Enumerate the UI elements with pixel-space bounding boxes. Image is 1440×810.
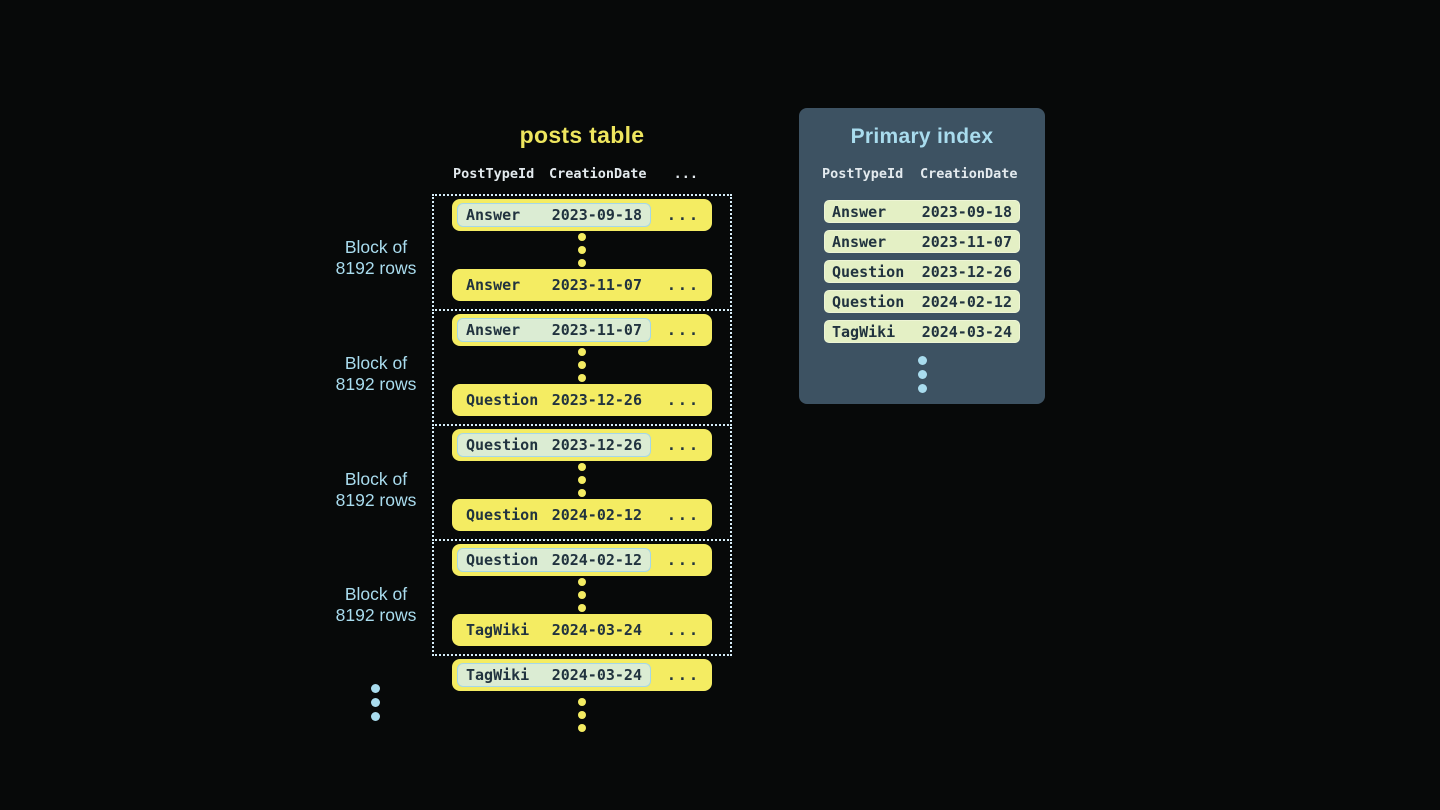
creation-date-value: 2023-12-26: [551, 391, 642, 409]
primary-index-column-headers: PostTypeId CreationDate: [799, 166, 1045, 183]
creation-date-value: 2024-02-12: [551, 506, 642, 524]
post-type-value: Question: [466, 551, 539, 569]
post-type-value: Question: [466, 506, 539, 524]
primary-index-title: Primary index: [850, 125, 994, 148]
post-type-value: TagWiki: [832, 322, 896, 341]
primary-index-rows: Answer 2023-09-18 Answer 2023-11-07 Ques…: [824, 200, 1020, 343]
primary-index-panel: Primary index PostTypeId CreationDate An…: [799, 108, 1045, 404]
index-row: Question 2024-02-12: [824, 290, 1020, 313]
block-size-label-1: Block of 8192 rows: [311, 237, 441, 279]
table-row: Question 2024-02-12 ...: [452, 544, 712, 576]
more-columns-ellipsis: ...: [666, 391, 700, 409]
block-label-line1: Block of: [344, 584, 408, 604]
block-size-label-4: Block of 8192 rows: [311, 584, 441, 626]
block-2: Answer 2023-11-07 ... Question 2023-12-2…: [432, 309, 732, 426]
creation-date-value: 2023-12-26: [551, 436, 642, 454]
vertical-ellipsis-icon: [578, 346, 586, 384]
index-row: Answer 2023-11-07: [824, 230, 1020, 253]
creation-date-value: 2023-11-07: [921, 232, 1012, 251]
block-label-line2: 8192 rows: [335, 258, 417, 278]
vertical-ellipsis-icon: [578, 461, 586, 499]
post-type-value: Question: [832, 292, 905, 311]
indexed-columns-cell: Question 2023-12-26: [457, 388, 651, 412]
block-label-line1: Block of: [344, 237, 408, 257]
creation-date-value: 2024-02-12: [551, 551, 642, 569]
column-header-posttypeid: PostTypeId: [453, 166, 535, 182]
more-columns-ellipsis: ...: [666, 621, 700, 639]
more-columns-ellipsis: ...: [666, 276, 700, 294]
block-size-label-3: Block of 8192 rows: [311, 469, 441, 511]
block-3: Question 2023-12-26 ... Question 2024-02…: [432, 424, 732, 541]
index-row: Question 2023-12-26: [824, 260, 1020, 283]
creation-date-value: 2023-11-07: [551, 276, 642, 294]
post-type-value: Answer: [466, 321, 521, 339]
post-type-value: Question: [466, 436, 539, 454]
vertical-ellipsis-icon: [799, 356, 1045, 393]
table-row: Answer 2023-11-07 ...: [452, 269, 712, 301]
post-type-value: Question: [466, 391, 539, 409]
more-columns-ellipsis: ...: [666, 506, 700, 524]
block-label-line2: 8192 rows: [335, 374, 417, 394]
block-label-line2: 8192 rows: [335, 490, 417, 510]
more-columns-ellipsis: ...: [666, 666, 700, 684]
creation-date-value: 2024-03-24: [551, 621, 642, 639]
more-columns-ellipsis: ...: [666, 436, 700, 454]
more-columns-ellipsis: ...: [666, 206, 700, 224]
table-row: Answer 2023-11-07 ...: [452, 314, 712, 346]
table-row: Question 2024-02-12 ...: [452, 499, 712, 531]
column-header-more: ...: [673, 166, 698, 182]
table-row: Question 2023-12-26 ...: [452, 429, 712, 461]
table-row: Answer 2023-09-18 ...: [452, 199, 712, 231]
block-size-label-2: Block of 8192 rows: [311, 353, 441, 395]
creation-date-value: 2024-03-24: [921, 322, 1012, 341]
posts-table-blocks: Answer 2023-09-18 ... Answer 2023-11-07 …: [432, 194, 732, 732]
creation-date-value: 2024-02-12: [921, 292, 1012, 311]
indexed-columns-cell: Answer 2023-11-07: [457, 273, 651, 297]
table-row-overflow: TagWiki 2024-03-24 ...: [452, 659, 712, 691]
vertical-ellipsis-icon: [432, 698, 732, 732]
block-4: Question 2024-02-12 ... TagWiki 2024-03-…: [432, 539, 732, 656]
indexed-columns-cell: TagWiki 2024-03-24: [457, 618, 651, 642]
post-type-value: TagWiki: [466, 666, 530, 684]
indexed-columns-cell: Question 2024-02-12: [457, 548, 651, 572]
more-columns-ellipsis: ...: [666, 321, 700, 339]
column-header-creationdate: CreationDate: [920, 166, 1018, 182]
table-row: TagWiki 2024-03-24 ...: [452, 614, 712, 646]
post-type-value: Answer: [832, 232, 887, 251]
creation-date-value: 2023-09-18: [921, 202, 1012, 221]
column-header-posttypeid: PostTypeId: [822, 166, 904, 182]
index-row: Answer 2023-09-18: [824, 200, 1020, 223]
table-row: Question 2023-12-26 ...: [452, 384, 712, 416]
creation-date-value: 2023-11-07: [551, 321, 642, 339]
creation-date-value: 2024-03-24: [551, 666, 642, 684]
post-type-value: TagWiki: [466, 621, 530, 639]
block-label-line2: 8192 rows: [335, 605, 417, 625]
vertical-ellipsis-icon: [578, 231, 586, 269]
posts-table-title: posts table: [519, 122, 645, 148]
post-type-value: Question: [832, 262, 905, 281]
post-type-value: Answer: [466, 276, 521, 294]
vertical-ellipsis-icon: [578, 576, 586, 614]
index-row: TagWiki 2024-03-24: [824, 320, 1020, 343]
indexed-columns-cell: Answer 2023-09-18: [457, 203, 651, 227]
creation-date-value: 2023-09-18: [551, 206, 642, 224]
block-1: Answer 2023-09-18 ... Answer 2023-11-07 …: [432, 194, 732, 311]
post-type-value: Answer: [832, 202, 887, 221]
column-header-creationdate: CreationDate: [549, 166, 647, 182]
creation-date-value: 2023-12-26: [921, 262, 1012, 281]
block-label-line1: Block of: [344, 469, 408, 489]
indexed-columns-cell: TagWiki 2024-03-24: [457, 663, 651, 687]
vertical-ellipsis-icon: [371, 684, 380, 721]
indexed-columns-cell: Question 2024-02-12: [457, 503, 651, 527]
more-columns-ellipsis: ...: [666, 551, 700, 569]
indexed-columns-cell: Answer 2023-11-07: [457, 318, 651, 342]
block-label-line1: Block of: [344, 353, 408, 373]
post-type-value: Answer: [466, 206, 521, 224]
indexed-columns-cell: Question 2023-12-26: [457, 433, 651, 457]
